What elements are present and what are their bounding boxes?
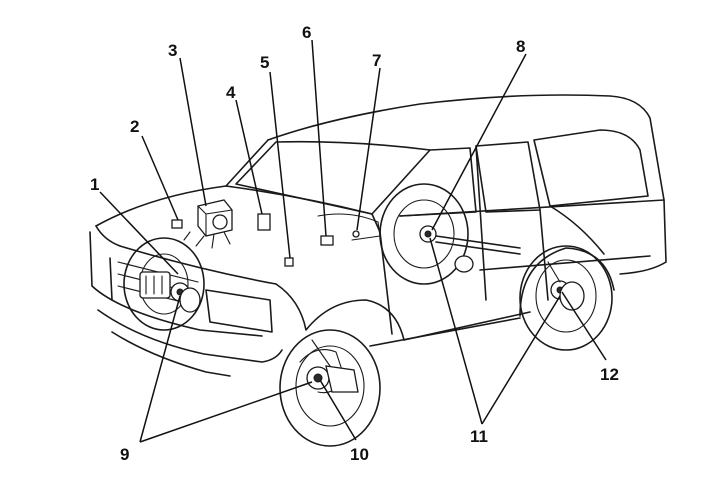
callout-9: 9 (120, 445, 129, 464)
callout-labels: 1 2 3 4 5 6 7 8 9 10 11 12 (90, 23, 619, 464)
callout-6: 6 (302, 23, 311, 42)
leader-lines (99, 39, 607, 443)
callout-4: 4 (226, 83, 236, 102)
callout-2: 2 (130, 117, 139, 136)
rear-left-wheel (519, 245, 613, 351)
ecu-component-4 (257, 213, 271, 231)
callout-7: 7 (372, 51, 381, 70)
vehicle-body (89, 94, 667, 377)
indicator-component-7 (352, 230, 360, 238)
front-left-wheel (279, 329, 381, 447)
callout-5: 5 (260, 53, 269, 72)
callout-3: 3 (168, 41, 177, 60)
module-component-6 (320, 235, 334, 246)
rear-right-wheel (379, 183, 521, 285)
front-right-wheel (123, 237, 205, 331)
relay-component-2 (171, 219, 183, 229)
callout-10: 10 (350, 445, 369, 464)
callout-12: 12 (600, 365, 619, 384)
callout-8: 8 (516, 37, 525, 56)
abs-actuator-unit (183, 199, 233, 249)
dashboard-outline (317, 213, 381, 241)
callout-11: 11 (470, 427, 488, 446)
sensor-component-5 (284, 257, 294, 267)
callout-1: 1 (90, 175, 99, 194)
